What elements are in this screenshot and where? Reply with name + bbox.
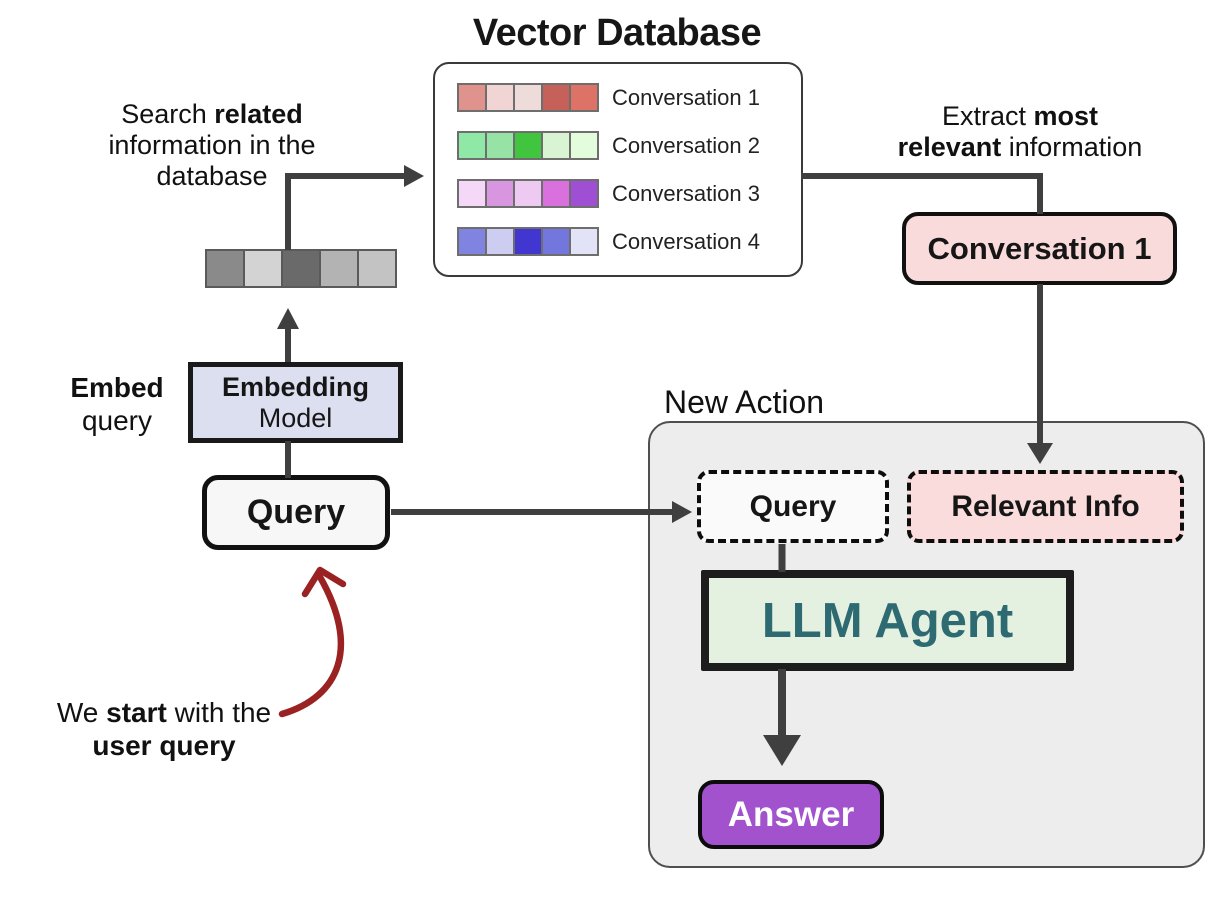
- conversation-3-label: Conversation 3: [612, 180, 760, 206]
- extract-annotation-bold: most: [1033, 101, 1099, 131]
- start-annotation-bold: user query: [92, 730, 236, 761]
- search-annotation: Search related information in the databa…: [47, 99, 377, 192]
- llm-agent-box: LLM Agent: [701, 570, 1074, 671]
- conversation-row: Conversation 2: [457, 131, 785, 160]
- conversation-row: Conversation 1: [457, 83, 785, 112]
- vector-cell: [569, 131, 599, 160]
- vector-cell: [457, 179, 487, 208]
- conversation-result-label: Conversation 1: [927, 230, 1152, 266]
- vector-cell: [513, 83, 543, 112]
- embedding-model-label-line1: Embedding: [222, 371, 369, 402]
- vector-cell: [513, 131, 543, 160]
- vector-cell: [569, 83, 599, 112]
- vector-database-box: Conversation 1 Conversation 2 Conversati…: [433, 62, 803, 277]
- embed-annotation-text: query: [81, 405, 153, 436]
- vector-cell: [541, 131, 571, 160]
- embed-annotation-bold: Embed: [70, 372, 164, 403]
- new-action-label: New Action: [664, 384, 825, 420]
- vector-cell: [485, 227, 515, 256]
- extract-annotation-bold: relevant: [897, 132, 1002, 162]
- search-annotation-bold: related: [214, 99, 303, 129]
- vector-cell: [541, 227, 571, 256]
- vector-cell: [457, 83, 487, 112]
- search-annotation-text: information in the: [108, 130, 316, 160]
- relevant-info-label: Relevant Info: [951, 489, 1140, 523]
- start-annotation-bold: start: [106, 697, 167, 728]
- start-note-curved-arrow: [278, 573, 345, 718]
- start-annotation-text: We: [56, 697, 107, 728]
- vector-to-database-arrowhead: [404, 165, 424, 187]
- vector-cell: [243, 249, 283, 288]
- llm-agent-label: LLM Agent: [761, 593, 1014, 648]
- conversation-1-vector: [457, 83, 599, 112]
- answer-label: Answer: [727, 794, 855, 834]
- search-annotation-text: database: [156, 161, 268, 191]
- query-dashed-label: Query: [749, 489, 837, 523]
- vector-cell: [205, 249, 245, 288]
- vector-cell: [541, 83, 571, 112]
- vector-cell: [281, 249, 321, 288]
- database-to-conversation-elbow: [801, 173, 1043, 214]
- vector-cell: [457, 227, 487, 256]
- conversation-4-label: Conversation 4: [612, 228, 760, 254]
- vector-cell: [485, 83, 515, 112]
- query-dashed-box: Query: [697, 470, 889, 543]
- vector-database-title: Vector Database: [472, 12, 762, 54]
- conversation-4-vector: [457, 227, 599, 256]
- query-box: Query: [202, 475, 390, 550]
- query-embedding-vector: [205, 249, 397, 288]
- embedding-model-box: Embedding Model: [188, 362, 403, 443]
- vector-cell: [485, 179, 515, 208]
- vector-cell: [513, 179, 543, 208]
- conversation-1-label: Conversation 1: [612, 84, 760, 110]
- extract-annotation: Extract most relevant information: [870, 101, 1170, 163]
- extract-annotation-text: information: [1001, 132, 1143, 162]
- answer-box: Answer: [698, 780, 884, 849]
- conversation-2-label: Conversation 2: [612, 132, 760, 158]
- start-note-arrowhead: [301, 566, 347, 598]
- embed-annotation: Embed query: [52, 371, 182, 437]
- vector-cell: [457, 131, 487, 160]
- extract-annotation-text: Extract: [941, 101, 1034, 131]
- vector-cell: [485, 131, 515, 160]
- relevant-info-box: Relevant Info: [907, 470, 1184, 543]
- start-annotation: We start with the user query: [39, 696, 289, 762]
- vector-cell: [541, 179, 571, 208]
- vector-cell: [319, 249, 359, 288]
- vector-cell: [513, 227, 543, 256]
- conversation-result-box: Conversation 1: [902, 212, 1177, 285]
- search-annotation-text: Search: [121, 99, 215, 129]
- embedding-to-vector-arrowhead: [277, 308, 299, 329]
- conversation-3-vector: [457, 179, 599, 208]
- conversation-row: Conversation 3: [457, 179, 785, 208]
- embedding-model-label-line2: Model: [258, 402, 333, 433]
- conversation-2-vector: [457, 131, 599, 160]
- conversation-row: Conversation 4: [457, 227, 785, 256]
- vector-cell: [569, 179, 599, 208]
- query-box-label: Query: [246, 493, 346, 531]
- start-annotation-text: with the: [166, 697, 272, 728]
- vector-cell: [569, 227, 599, 256]
- vector-cell: [357, 249, 397, 288]
